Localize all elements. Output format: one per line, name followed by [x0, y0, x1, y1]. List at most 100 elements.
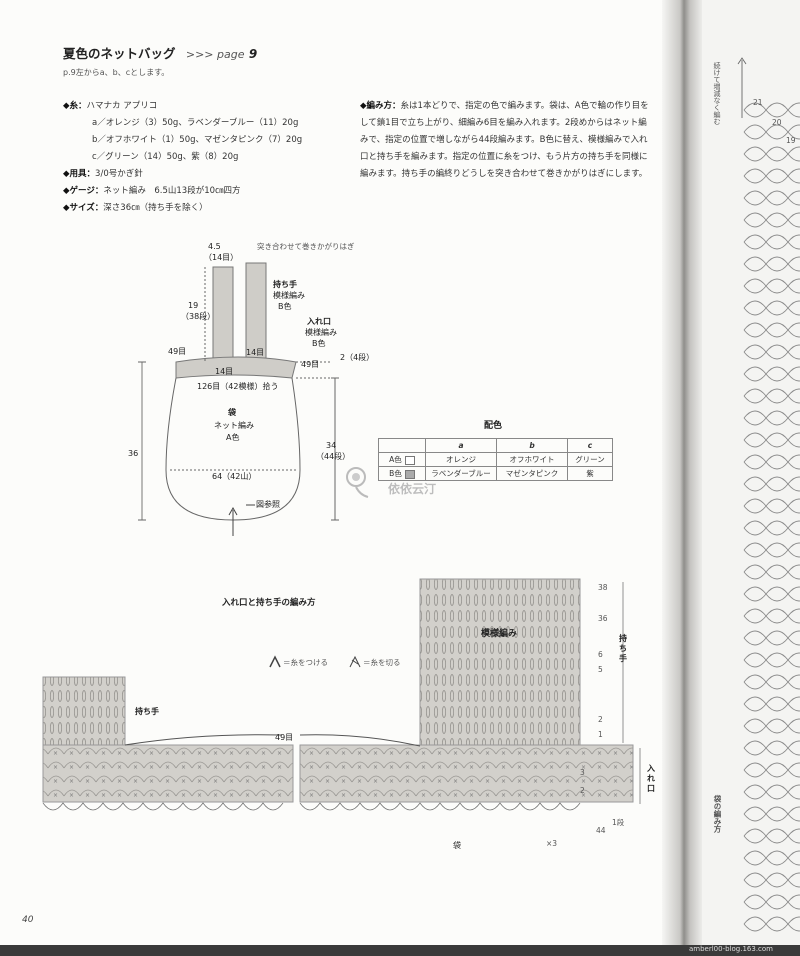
- st14-bottom: 14目: [215, 367, 234, 376]
- chart-st49: 49目: [275, 733, 294, 742]
- net-loop: [787, 762, 800, 778]
- net-loop: [743, 498, 767, 514]
- net-loop: [787, 102, 800, 118]
- net-loop: [787, 476, 800, 492]
- opening-band-shape: [175, 356, 297, 379]
- table-row: A色 オレンジ オフホワイト グリーン: [378, 452, 613, 467]
- net-loop: [787, 740, 800, 756]
- height-34-rows: （44段）: [316, 452, 351, 461]
- net-loop: [787, 850, 800, 866]
- net-loop: [765, 828, 789, 844]
- net-loop: [743, 124, 767, 140]
- bag-color: A色: [226, 433, 240, 442]
- gauge-value: ネット編み 6.5山13段が10㎝四方: [103, 186, 241, 196]
- net-loop: [743, 586, 767, 602]
- top-width-sts: （14目）: [204, 253, 239, 262]
- net-loop: [765, 234, 789, 250]
- net-loop: [765, 102, 789, 118]
- logo-mark: [342, 463, 382, 507]
- net-loop: [743, 410, 767, 426]
- net-column: [743, 102, 800, 932]
- net-loop: [765, 784, 789, 800]
- chart-handle-left-label: 持ち手: [135, 707, 159, 716]
- net-loop: [765, 146, 789, 162]
- net-loop: [787, 916, 800, 932]
- row-3: 3: [580, 768, 585, 777]
- page-ref-number: 9: [248, 47, 258, 61]
- chart-opening-label: 入れ口: [647, 764, 655, 793]
- net-loop: [743, 212, 767, 228]
- net-loop: [765, 212, 789, 228]
- net-loop: [743, 872, 767, 888]
- height-36: 36: [128, 449, 139, 458]
- stitch-chart: ×: [42, 578, 641, 811]
- net-loop: [743, 234, 767, 250]
- handle-height-rows: （38段）: [181, 312, 216, 321]
- net-loop: [765, 806, 789, 822]
- swatch-b: [404, 469, 415, 479]
- net-loop: [765, 894, 789, 910]
- net-loop: [787, 542, 800, 558]
- net-loop: [765, 674, 789, 690]
- chart-title: 入れ口と持ち手の編み方: [222, 598, 316, 608]
- row-2: 2: [598, 715, 603, 724]
- st49-left: 49目: [168, 347, 187, 356]
- cut-yarn-icon: [349, 655, 361, 668]
- page-title: 夏色のネットバッグ >>> page 9: [63, 43, 257, 62]
- pickup-note: 126目（42模様）拾う: [197, 382, 279, 391]
- net-loop: [743, 344, 767, 360]
- net-loop: [787, 388, 800, 404]
- net-loop: [765, 850, 789, 866]
- st49-right: 49目: [301, 360, 320, 369]
- net-loop: [787, 212, 800, 228]
- net-loop: [743, 542, 767, 558]
- net-loop: [765, 872, 789, 888]
- height-34: 34: [326, 441, 337, 450]
- chart-opening-right: [299, 744, 634, 803]
- net-loop: [787, 872, 800, 888]
- chart-bag-label: 袋: [453, 841, 461, 850]
- net-loop: [787, 564, 800, 580]
- net-loop: [787, 520, 800, 536]
- net-loop: [765, 718, 789, 734]
- method-block: ◆編み方：糸は1本どりで、指定の色で編みます。袋は、A色で輪の作り目をして鎖1目…: [360, 98, 655, 183]
- net-loop: [787, 652, 800, 668]
- row-1: 1: [598, 730, 603, 739]
- net-loop: [743, 850, 767, 866]
- table-cell: 紫: [567, 466, 613, 481]
- net-loop: [743, 652, 767, 668]
- net-loop: [787, 498, 800, 514]
- net-loop: [787, 718, 800, 734]
- table-cell: ラベンダーブルー: [425, 466, 497, 481]
- color-table: a b c A色 オレンジ オフホワイト グリーン B色 ラベンダーブルー マゼ…: [378, 438, 613, 481]
- net-loop: [787, 630, 800, 646]
- size-label: ◆サイズ：: [63, 203, 104, 213]
- chart-handle-right-label: 持ち手: [619, 634, 627, 663]
- chart-opening-left: [42, 744, 294, 803]
- net-loop: [743, 762, 767, 778]
- st14-top: 14目: [246, 348, 265, 357]
- net-loop: [787, 300, 800, 316]
- net-loop: [765, 344, 789, 360]
- net-loop: [743, 388, 767, 404]
- net-loop: [743, 630, 767, 646]
- net-loop: [787, 674, 800, 690]
- net-loop: [787, 146, 800, 162]
- x3-note: ×3: [546, 839, 558, 848]
- page-ref-prefix: >>> page: [185, 48, 245, 61]
- yarn-value: ハマナカ アプリコ: [86, 101, 158, 111]
- net-loop: [787, 608, 800, 624]
- net-loop: [765, 652, 789, 668]
- net-loop: [765, 476, 789, 492]
- net-loop: [743, 564, 767, 580]
- book-gutter: [662, 0, 702, 956]
- right-row-21: 21: [753, 98, 763, 107]
- opening-height: 2（4段）: [340, 353, 375, 362]
- row-5: 5: [598, 665, 603, 674]
- chart-handle-right: [419, 578, 581, 747]
- net-loop: [787, 190, 800, 206]
- net-loop: [765, 586, 789, 602]
- net-loop: [765, 432, 789, 448]
- net-loop: [787, 410, 800, 426]
- color-table-title: 配色: [484, 421, 503, 431]
